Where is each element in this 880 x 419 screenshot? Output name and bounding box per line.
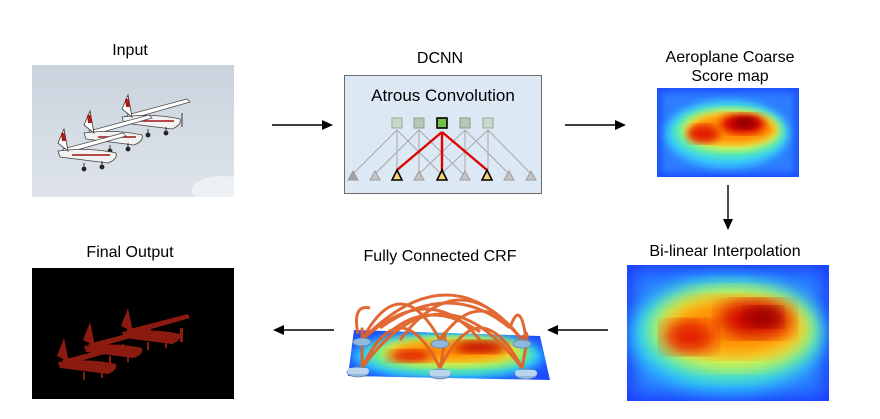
final-output-image — [32, 268, 234, 399]
input-label: Input — [112, 42, 148, 59]
atrous-bottom-node-active — [480, 168, 494, 181]
atrous-bottom-node-active — [390, 168, 404, 181]
atrous-bottom-node-active — [435, 168, 449, 181]
dcnn-label: DCNN — [416, 50, 464, 67]
interpolation-label: Bi-linear Interpolation — [649, 243, 801, 260]
atrous-top-node — [482, 117, 494, 129]
coarse-score-map — [657, 88, 799, 177]
interpolated-score-map — [627, 265, 829, 401]
plane-icon — [57, 127, 127, 172]
plane-mask — [121, 308, 190, 350]
arrow-interpolation-to-crf — [547, 325, 608, 335]
atrous-bottom-node — [525, 169, 537, 181]
atrous-bottom-node — [347, 169, 359, 181]
atrous-top-node-active — [436, 117, 448, 129]
coarse-score-map-label-line1: Aeroplane Coarse — [665, 49, 795, 66]
atrous-convolution-label: Atrous Convolution — [371, 86, 515, 105]
final-output-label: Final Output — [86, 244, 174, 261]
atrous-top-node — [413, 117, 425, 129]
atrous-bottom-node — [459, 169, 471, 181]
input-image — [32, 65, 234, 197]
crf-node — [430, 339, 450, 349]
crf-label: Fully Connected CRF — [363, 248, 517, 265]
arrow-crf-to-output — [273, 325, 334, 335]
arrow-input-to-dcnn — [272, 120, 333, 130]
coarse-score-map-label-line2: Score map — [691, 68, 769, 85]
atrous-bottom-node — [413, 169, 425, 181]
atrous-top-node — [459, 117, 471, 129]
atrous-top-node — [391, 117, 403, 129]
atrous-bottom-node — [503, 169, 515, 181]
crf-node — [352, 337, 372, 347]
arrow-dcnn-to-score — [565, 120, 626, 130]
arrow-score-to-interpolation — [723, 185, 733, 230]
crf-visualization — [340, 268, 550, 388]
crf-node — [512, 339, 532, 349]
atrous-bottom-node — [369, 169, 381, 181]
plane-mask — [57, 338, 126, 380]
dcnn-panel: Atrous Convolution — [344, 75, 542, 194]
